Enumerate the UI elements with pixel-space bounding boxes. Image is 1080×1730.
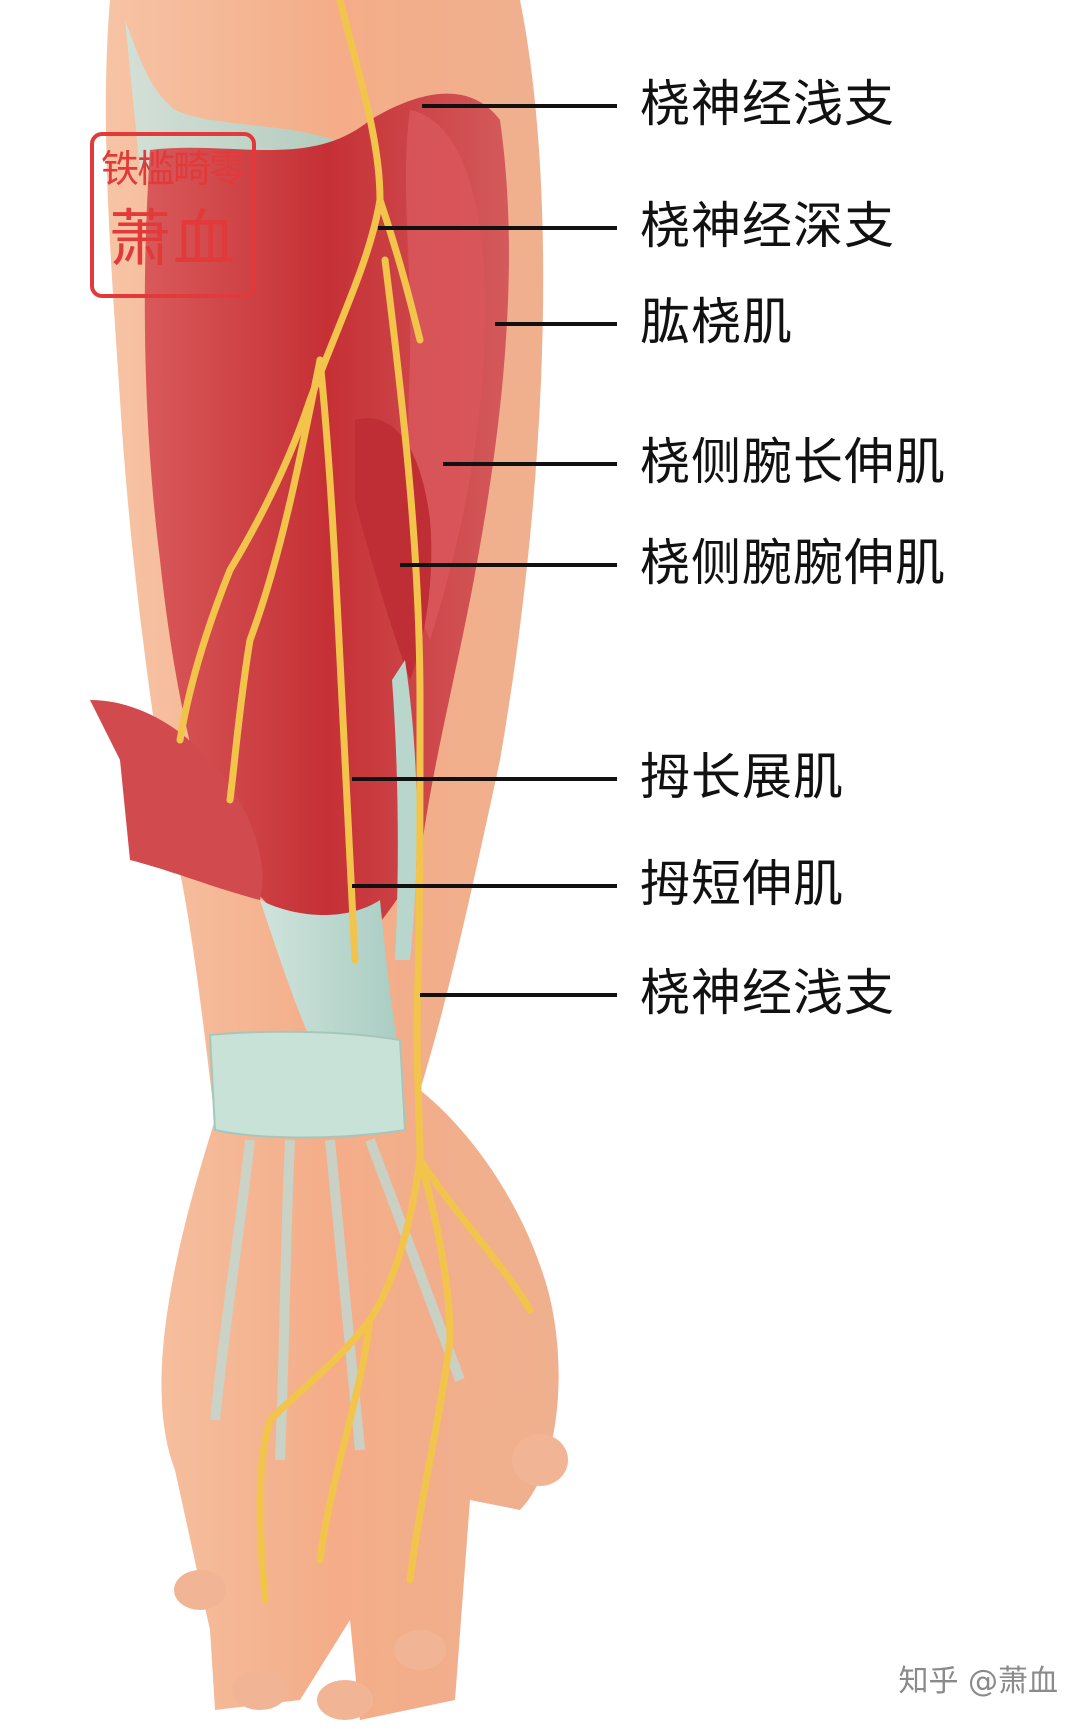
label-deep-radial-nerve: 桡神经深支: [640, 197, 895, 255]
leader-line: [420, 993, 617, 997]
leader-line: [443, 462, 617, 466]
leader-line: [378, 226, 617, 230]
seal-line2: 萧血: [108, 202, 237, 275]
leader-line: [400, 563, 617, 567]
leader-line: [422, 104, 617, 108]
wrist-tendons: [260, 900, 400, 1060]
label-ext-carpi-radialis-brevis: 桡侧腕腕伸肌: [640, 534, 946, 592]
label-ext-carpi-radialis-longus: 桡侧腕长伸肌: [640, 433, 946, 491]
leader-line: [495, 322, 617, 326]
label-extensor-pollicis-brevis: 拇短伸肌: [640, 855, 844, 913]
watermark: 知乎 @萧血: [898, 1664, 1058, 1699]
label-brachioradialis: 肱桡肌: [640, 293, 793, 351]
seal-stamp: 铁槛畸零 萧血: [90, 132, 256, 298]
seal-line1: 铁槛畸零: [100, 147, 247, 191]
radial-nerve: [176, 0, 534, 1604]
leader-line: [352, 884, 617, 888]
leader-line: [352, 777, 617, 781]
knuckles: [174, 1434, 568, 1720]
muscle-flap: [90, 700, 263, 900]
label-abductor-pollicis-longus: 拇长展肌: [640, 748, 844, 806]
label-superficial-radial-nerve: 桡神经浅支: [640, 75, 895, 133]
retinaculum: [208, 1030, 407, 1139]
label-superficial-radial-nerve-lower: 桡神经浅支: [640, 964, 895, 1022]
